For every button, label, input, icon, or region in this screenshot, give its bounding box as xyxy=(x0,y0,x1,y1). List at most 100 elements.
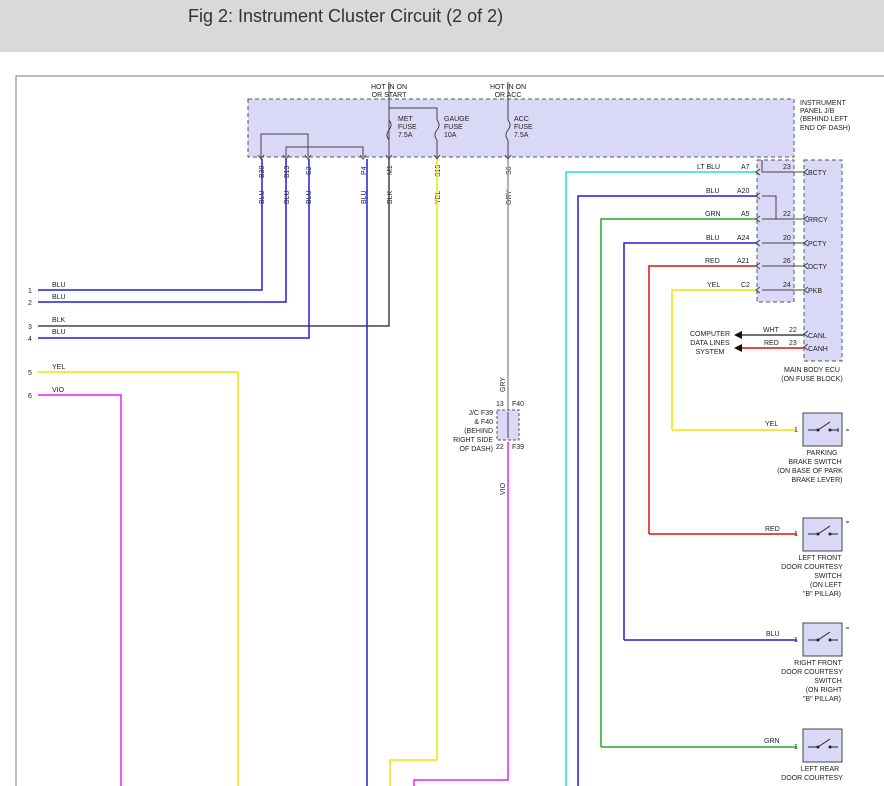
title-bar: Fig 2: Instrument Cluster Circuit (2 of … xyxy=(0,0,884,52)
jc-label: J/C F39 & F40 (BEHIND RIGHT SIDE OF DASH… xyxy=(453,410,493,453)
jb-pin-id: P4 xyxy=(361,166,368,175)
met-fuse-label: MET xyxy=(398,116,414,123)
can-term: CANH xyxy=(808,346,828,353)
gauge-fuse-label: 10A xyxy=(444,132,457,139)
ecu-connector-arrows xyxy=(755,168,809,351)
ecu-label: MAIN BODY ECU xyxy=(784,367,840,374)
diagram-frame xyxy=(15,75,884,786)
ecu-wire: YEL xyxy=(707,282,720,289)
jb-right-connector xyxy=(756,159,795,303)
wire-1-blu xyxy=(38,159,263,291)
ecu-pin: C2 xyxy=(741,282,750,289)
figure-title: Fig 2: Instrument Cluster Circuit (2 of … xyxy=(188,6,504,26)
switch-label: "B" PILLAR) xyxy=(803,591,841,598)
acc-fuse-label: 7.5A xyxy=(514,132,529,139)
switches: YEL 1 PARKING BRAKE SWITCH (ON BASE OF P… xyxy=(764,412,849,782)
jb-internal-wiring xyxy=(260,82,511,157)
jc-label-line: (BEHIND xyxy=(464,428,493,435)
can-num: 22 xyxy=(789,327,797,334)
switch-label: LEFT FRONT xyxy=(798,555,842,562)
wire-3-blk xyxy=(38,159,390,327)
switch-label: (ON LEFT xyxy=(810,582,843,589)
ipjb-label: PANEL J/B xyxy=(800,108,835,115)
gauge-fuse-label: FUSE xyxy=(444,124,463,131)
jc-pin: 13 xyxy=(496,401,504,408)
wire-num: 3 xyxy=(28,324,32,331)
switch-pin: 1 xyxy=(794,531,798,538)
jc-pin: F39 xyxy=(512,444,524,451)
wire-blu-a24 xyxy=(623,242,757,640)
ecu-num: 24 xyxy=(783,282,791,289)
left-front-door-switch: RED 1 LEFT FRONT DOOR COURTESY SWITCH (O… xyxy=(765,517,849,598)
wire-num: 5 xyxy=(28,370,32,377)
switch-pin: 1 xyxy=(794,427,798,434)
parking-brake-switch: YEL 1 PARKING BRAKE SWITCH (ON BASE OF P… xyxy=(765,412,849,484)
wire-num: 4 xyxy=(28,336,32,343)
switch-label: PARKING xyxy=(807,450,838,457)
wire-color: BLK xyxy=(52,317,66,324)
ecu-wire: BLU xyxy=(706,235,720,242)
switch-label: LEFT REAR xyxy=(801,766,839,773)
ecu-pin: A7 xyxy=(741,164,750,171)
jb-pin-ids: B30 B13 S2 P4 M1 S15 S6 xyxy=(259,164,513,178)
jb-pin-id: S15 xyxy=(435,164,442,177)
wire-num: 2 xyxy=(28,300,32,307)
ecu-pin: A20 xyxy=(737,188,750,195)
ipjb-label: END OF DASH) xyxy=(800,125,850,132)
wire-6-vio xyxy=(38,394,122,786)
wire-num: 6 xyxy=(28,393,32,400)
jb-wire-color-labels: BLU BLU BLU BLU BLK YEL GRY xyxy=(259,190,513,205)
jb-pin-id: S6 xyxy=(506,166,513,175)
switch-label: (ON BASE OF PARK xyxy=(777,468,843,475)
wire-num: 1 xyxy=(28,288,32,295)
jc-label-line: & F40 xyxy=(474,419,493,426)
left-wires xyxy=(38,159,509,786)
ipjb-label: (BEHIND LEFT xyxy=(800,116,849,123)
hot-on-start-label-2: OR START xyxy=(372,92,407,99)
switch-label: BRAKE SWITCH xyxy=(788,459,841,466)
ecu-wire: LT BLU xyxy=(697,164,720,171)
ecu-term: DCTY xyxy=(808,264,827,271)
switch-pin: 1 xyxy=(794,744,798,751)
switch-label: (ON RIGHT xyxy=(806,687,843,694)
met-fuse-label: FUSE xyxy=(398,124,417,131)
switch-label: "B" PILLAR) xyxy=(803,696,841,703)
comp-label: COMPUTER xyxy=(690,331,730,338)
wire-red-a21 xyxy=(648,265,757,534)
ecu-num: 20 xyxy=(783,235,791,242)
jb-pin-id: M1 xyxy=(387,165,394,175)
main-body-ecu-label: MAIN BODY ECU (ON FUSE BLOCK) xyxy=(781,367,842,383)
left-wire-labels: 1 BLU 2 BLU 3 BLK 4 BLU 5 YEL 6 VIO xyxy=(28,282,66,400)
switch-pin: 1 xyxy=(794,637,798,644)
jc-label-line: OF DASH) xyxy=(460,446,493,453)
wire-grn-a5 xyxy=(600,218,757,747)
switch-label: BRAKE LEVER) xyxy=(792,477,843,484)
wire-color: BLU xyxy=(52,294,66,301)
gry-wire-label: GRY xyxy=(500,377,507,392)
jc-pin: 22 xyxy=(496,444,504,451)
vio-wire-label: VIO xyxy=(500,482,507,495)
jc-label-line: RIGHT SIDE xyxy=(453,437,493,444)
switch-wire: YEL xyxy=(765,421,778,428)
right-wires xyxy=(565,171,797,786)
ecu-term: BCTY xyxy=(808,170,827,177)
wire-2-blu xyxy=(38,159,287,303)
ecu-pin: A24 xyxy=(737,235,750,242)
wire-color: BLU xyxy=(52,329,66,336)
can-wire: WHT xyxy=(763,327,780,334)
computer-data-lines-label: COMPUTER DATA LINES SYSTEM xyxy=(690,331,730,356)
ecu-num: 22 xyxy=(783,211,791,218)
switch-wire: GRN xyxy=(764,738,780,745)
ecu-num: 26 xyxy=(783,258,791,265)
ecu-row-labels: LT BLU A7 23 BCTY BLU A20 GRN A5 22 RRCY… xyxy=(697,164,828,353)
acc-fuse-label: ACC xyxy=(514,116,529,123)
ecu-term: RRCY xyxy=(808,217,828,224)
ecu-label: (ON FUSE BLOCK) xyxy=(781,376,842,383)
comp-label: DATA LINES xyxy=(690,340,730,347)
switch-label: DOOR COURTESY xyxy=(781,669,843,676)
wire-5-yel xyxy=(38,371,239,786)
ecu-num: 23 xyxy=(783,164,791,171)
jb-pin-id: B13 xyxy=(284,165,291,178)
acc-fuse-label: FUSE xyxy=(514,124,533,131)
